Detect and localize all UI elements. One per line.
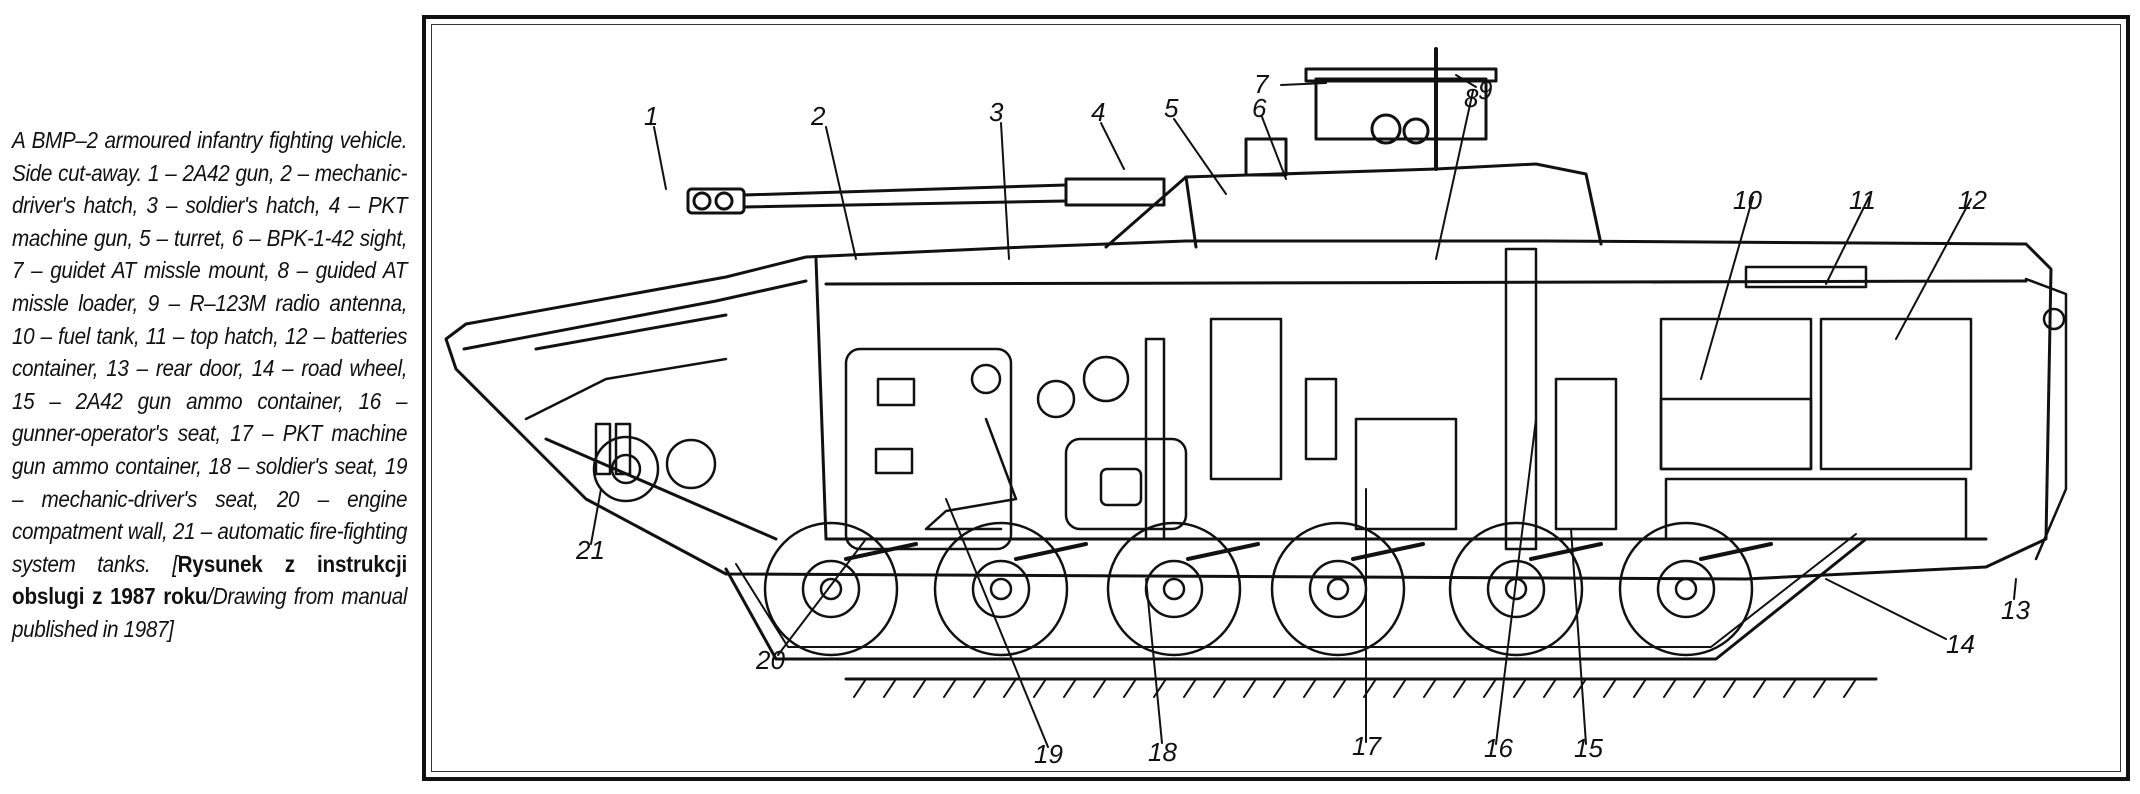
- turret: [1104, 47, 1603, 249]
- label-21-fire-tanks: 21: [575, 535, 605, 565]
- label-11-top-hatch: 11: [1849, 185, 1876, 215]
- label-6-sight: 6: [1252, 93, 1267, 123]
- caption-close-bracket: ]: [168, 615, 174, 642]
- label-4-pkt-machine-gun: 4: [1091, 97, 1105, 127]
- drawing-frame: 1 2 3 4 5 6 7 8 9 10 11 12 13 14 15 16 1…: [422, 15, 2130, 781]
- label-13-rear-door: 13: [2001, 595, 2030, 625]
- label-15-gun-ammo: 15: [1574, 733, 1603, 763]
- label-7-missile-mount: 7: [1254, 69, 1270, 99]
- label-17-pkt-ammo: 17: [1352, 731, 1382, 761]
- label-12-batteries: 12: [1958, 185, 1987, 215]
- hull-outline: [444, 239, 2053, 581]
- label-18-soldier-seat: 18: [1148, 737, 1177, 767]
- interior-structure: [844, 247, 1973, 551]
- bmp2-cutaway-drawing: 1 2 3 4 5 6 7 8 9 10 11 12 13 14 15 16 1…: [444, 47, 2068, 769]
- label-10-fuel-tank: 10: [1733, 185, 1762, 215]
- label-8-missile-loader: 8: [1464, 83, 1479, 113]
- label-3-soldier-hatch: 3: [989, 97, 1004, 127]
- label-2-driver-hatch: 2: [810, 101, 826, 131]
- caption-source-english: Drawing from manual published in 1987: [12, 583, 408, 642]
- label-19-driver-seat: 19: [1034, 739, 1063, 769]
- callout-labels: 1 2 3 4 5 6 7 8 9 10 11 12 13 14 15 16 1…: [575, 69, 2030, 769]
- leader-lines: [590, 74, 2017, 748]
- label-9-radio-antenna: 9: [1478, 75, 1492, 105]
- label-20-engine-wall: 20: [755, 645, 785, 675]
- label-1-gun: 1: [644, 101, 658, 131]
- rear-door: [2024, 277, 2068, 561]
- caption-source-polish: Rysunek z instrukcji obslugi z 1987 roku: [12, 550, 408, 610]
- label-14-road-wheel: 14: [1946, 629, 1975, 659]
- caption-open-bracket: [: [172, 550, 178, 577]
- ground-line: [844, 677, 1878, 698]
- gun-barrel: [686, 177, 1166, 215]
- label-16-gunner-seat: 16: [1484, 733, 1513, 763]
- engine-compartment: [524, 357, 728, 503]
- drawing-frame-inner-border: [431, 24, 2121, 772]
- figure-caption: A BMP–2 armoured infantry fighting vehic…: [12, 124, 407, 646]
- caption-slash: /: [207, 583, 213, 610]
- road-wheels: [763, 521, 1773, 657]
- figure-caption-block: A BMP–2 armoured infantry fighting vehic…: [12, 124, 407, 646]
- track: [724, 533, 1868, 661]
- caption-text: A BMP–2 armoured infantry fighting vehic…: [12, 127, 408, 577]
- label-5-turret: 5: [1164, 93, 1179, 123]
